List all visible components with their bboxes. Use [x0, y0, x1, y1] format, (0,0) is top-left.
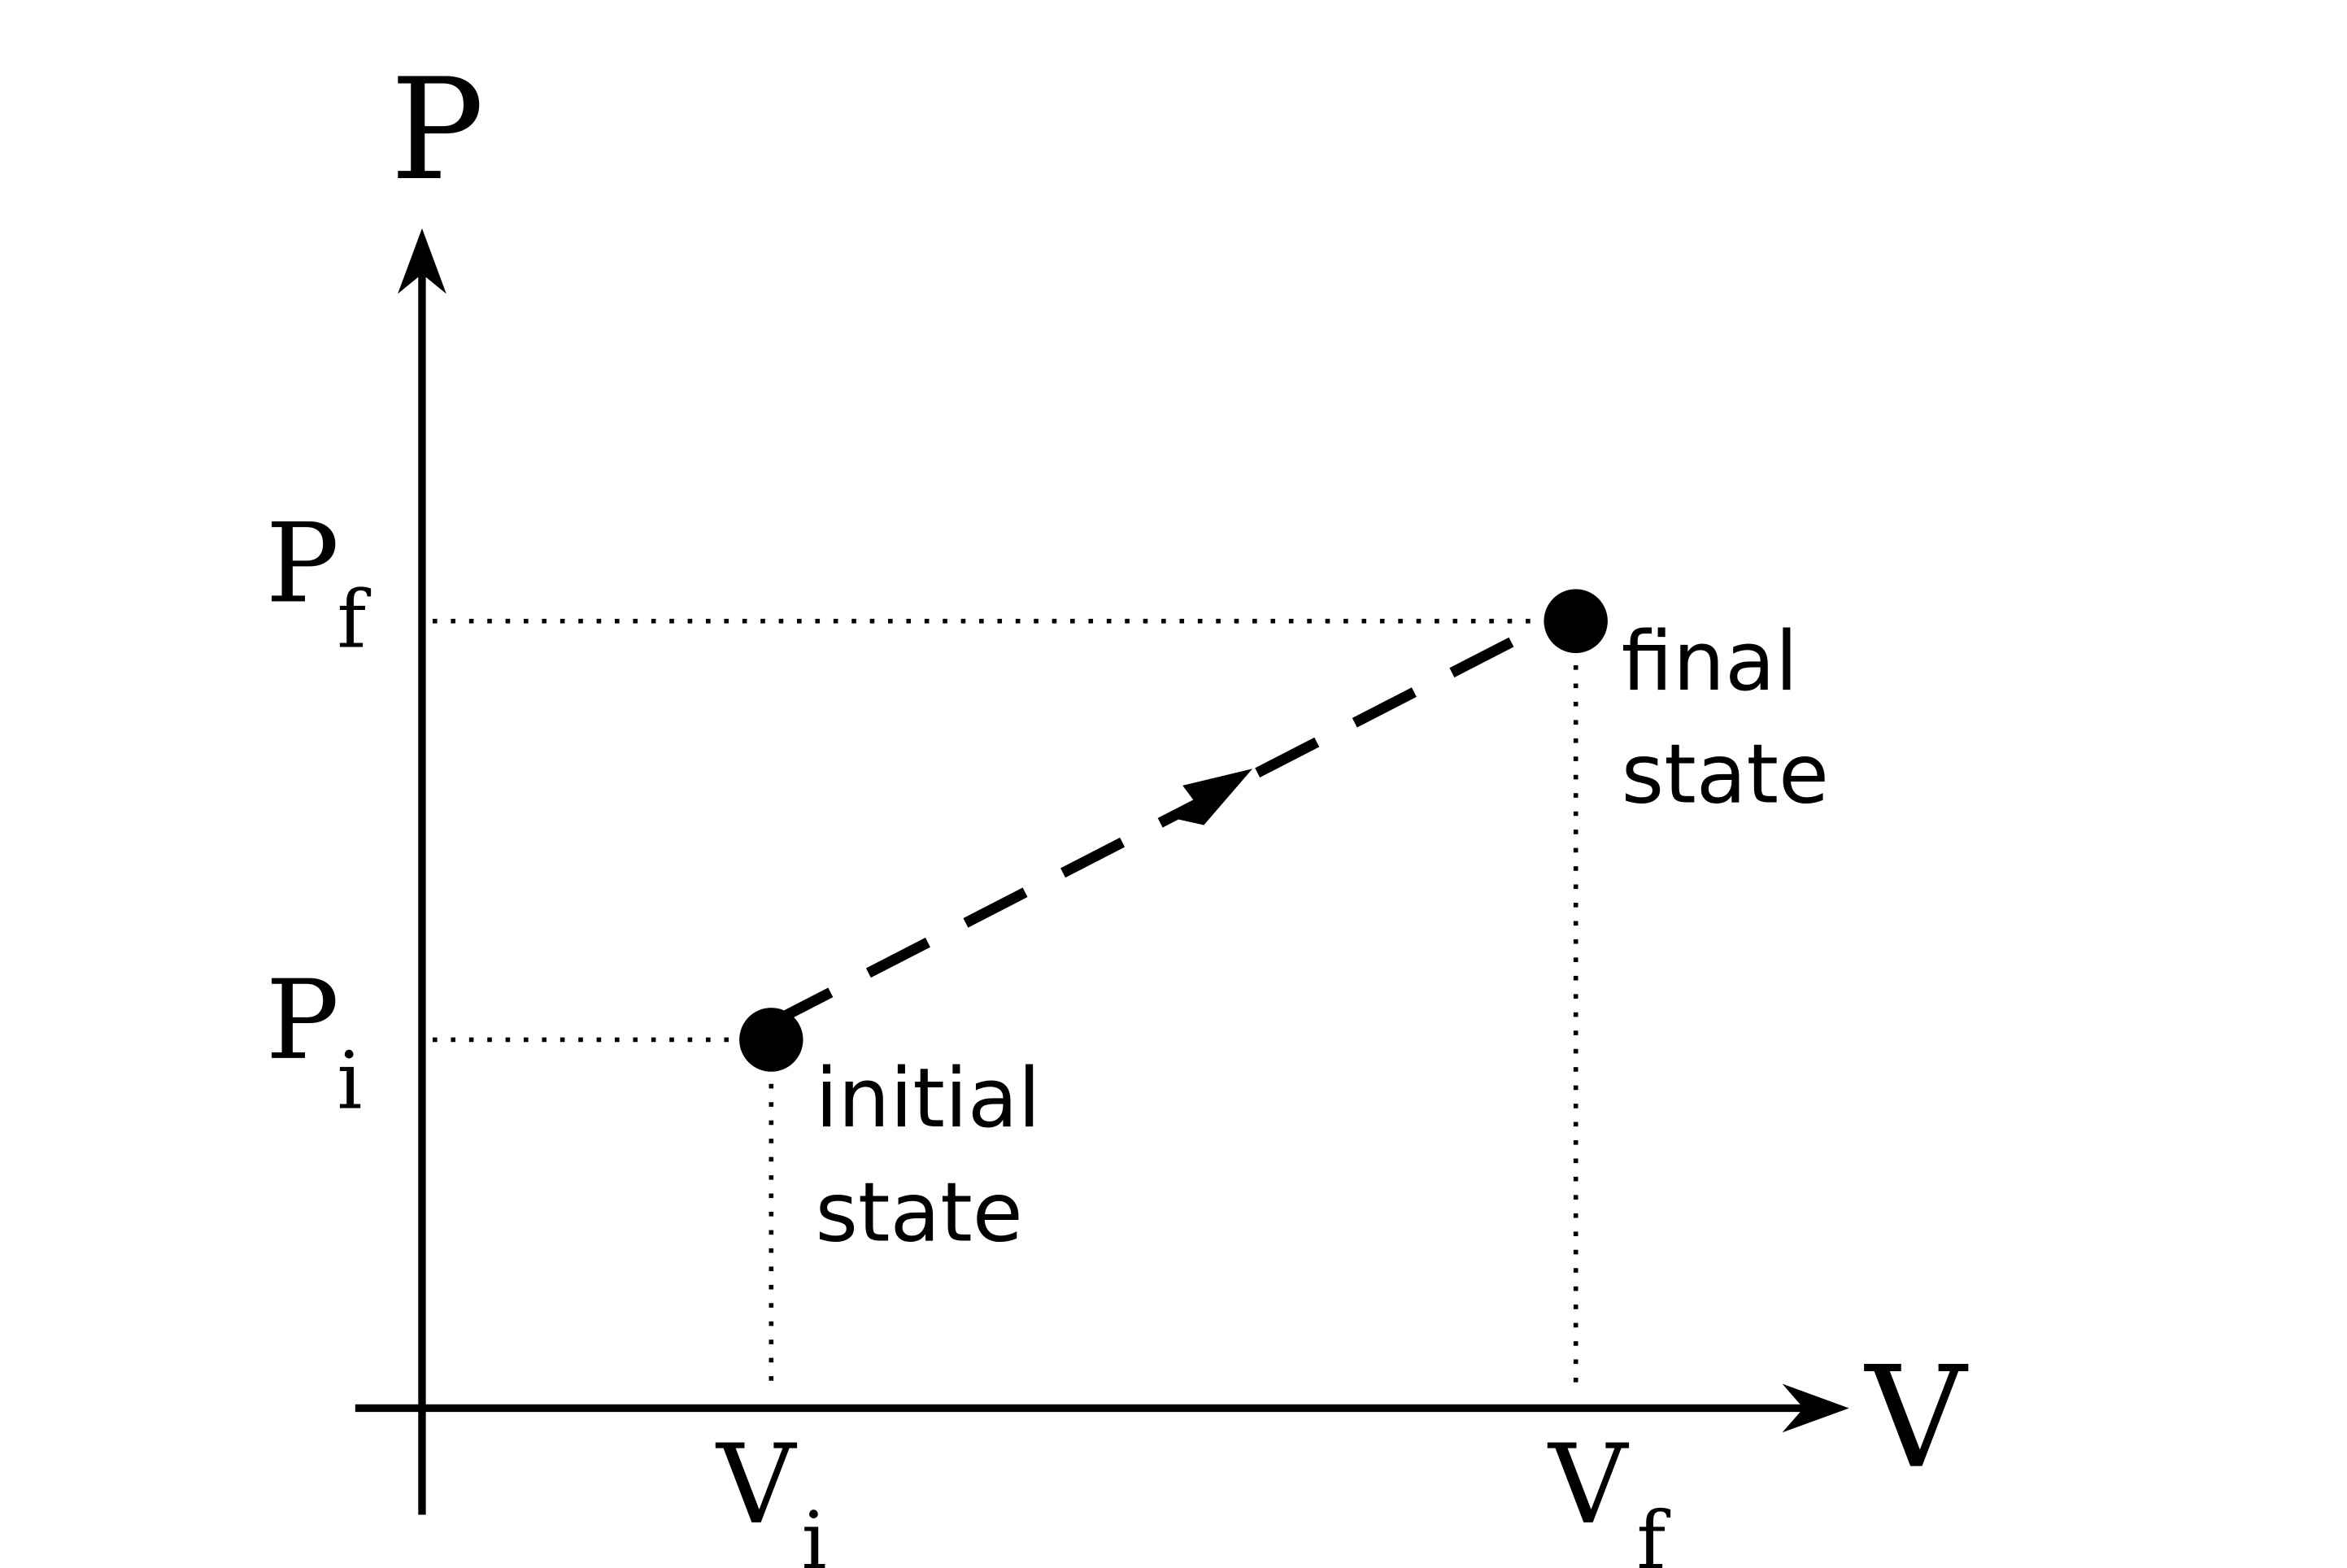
- p-final-subscript: f: [337, 573, 371, 665]
- v-final-label: V: [1547, 1421, 1630, 1548]
- initial-state-label-line2: state: [815, 1164, 1022, 1260]
- y-axis-arrowhead: [398, 228, 446, 294]
- process-path: [769, 603, 1578, 1028]
- initial-state-label-line1: initial: [815, 1050, 1040, 1146]
- v-final-subscript: f: [1636, 1495, 1670, 1568]
- p-initial-label: P: [266, 956, 339, 1084]
- x-axis-label: V: [1864, 1335, 1969, 1499]
- final-state-label-line2: state: [1622, 725, 1829, 821]
- y-axis-label: P: [390, 48, 485, 211]
- v-initial-subscript: i: [802, 1495, 827, 1568]
- p-final-label: P: [266, 499, 339, 627]
- p-initial-subscript: i: [337, 1035, 362, 1127]
- process-direction-arrowhead: [1176, 769, 1253, 825]
- final-state-label-line1: final: [1622, 613, 1798, 709]
- initial-state-point: [739, 1008, 803, 1072]
- x-axis-arrowhead: [1782, 1383, 1849, 1433]
- v-initial-label: V: [715, 1421, 798, 1548]
- final-state-point: [1544, 589, 1608, 654]
